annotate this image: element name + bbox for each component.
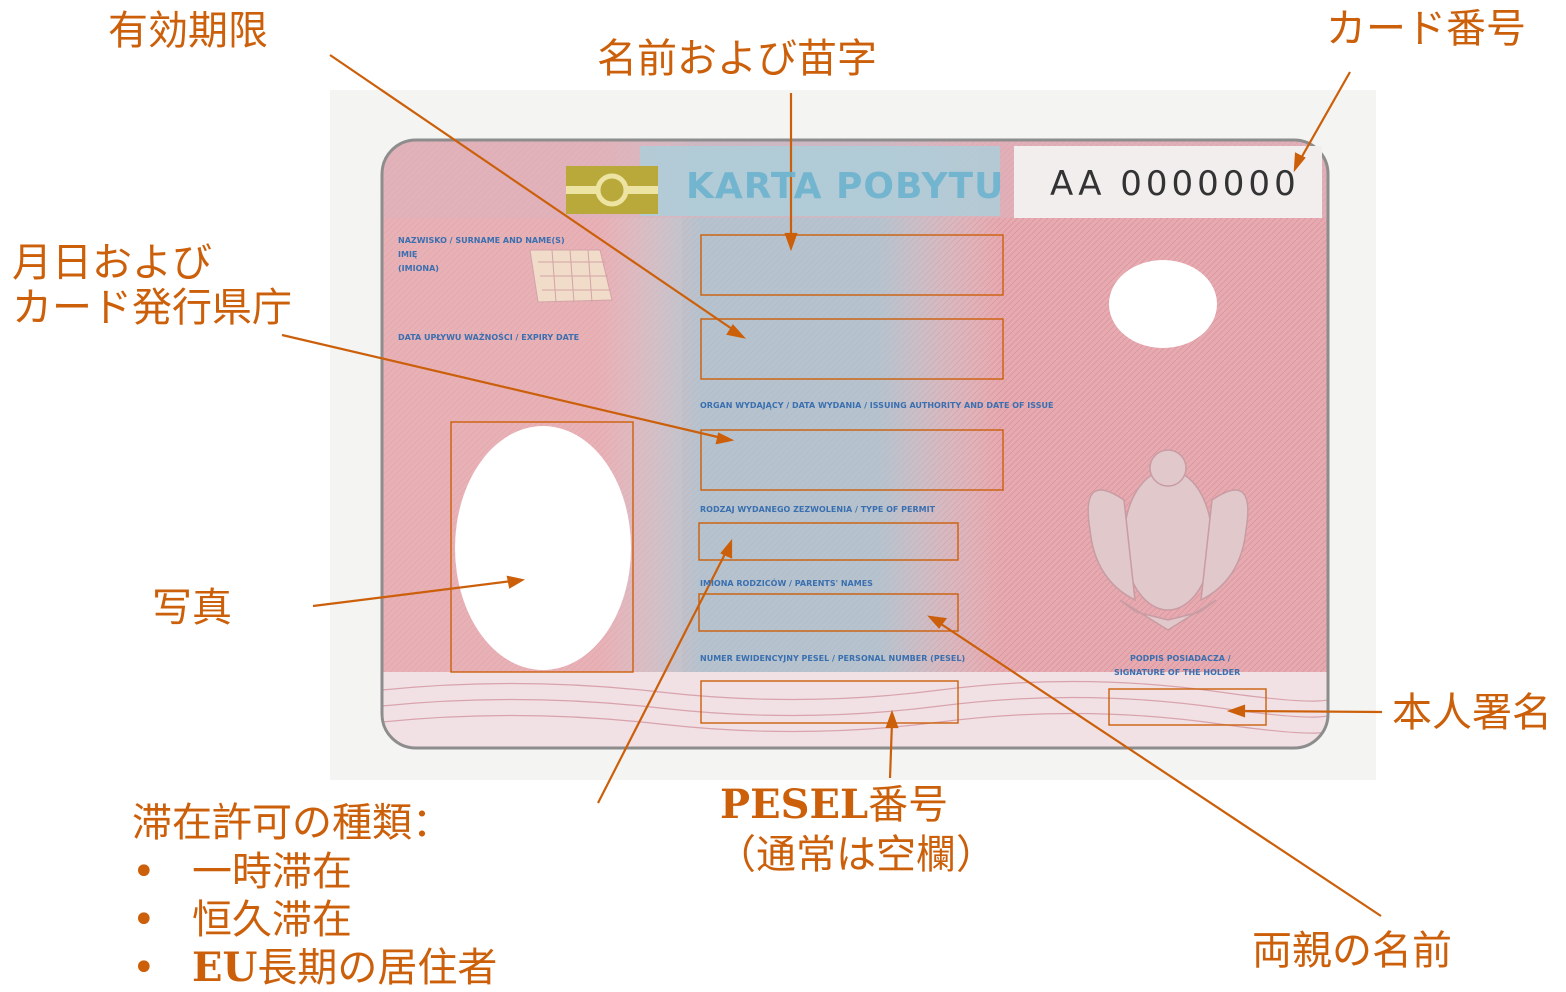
- permit-type-item: 恒久滞在: [132, 896, 497, 944]
- card-title: KARTA POBYTU: [686, 166, 1005, 207]
- label-expiry: 有効期限: [108, 8, 268, 54]
- name-field-box: [700, 234, 1004, 296]
- card-number-box: [1014, 146, 1322, 218]
- label-pesel: PESEL番号: [720, 781, 949, 829]
- label-name: 名前および苗字: [597, 36, 877, 82]
- expiry-field-box: [700, 318, 1004, 380]
- label-pesel-rest: 番号: [868, 782, 949, 828]
- card-logo: [566, 166, 658, 214]
- leader-lines: [281, 54, 1383, 917]
- caption-expiry: DATA UPŁYWU WAŻNOŚCI / EXPIRY DATE: [398, 333, 580, 342]
- caption-imiona: (IMIONA): [398, 264, 439, 273]
- caption-parents: IMIONA RODZICÓW / PARENTS' NAMES: [700, 579, 873, 588]
- card-body: [382, 140, 1328, 748]
- permit-type-eu-rest: 長期の居住者: [257, 945, 498, 991]
- caption-signature-2: SIGNATURE OF THE HOLDER: [1114, 668, 1241, 677]
- issue-field-box: [700, 429, 1004, 491]
- caption-permit-type: RODZAJ WYDANEGO ZEZWOLENIA / TYPE OF PER…: [700, 505, 936, 514]
- permit-types-list: 一時滞在 恒久滞在 EU長期の居住者: [132, 848, 497, 992]
- permit-type-eu: EU: [192, 944, 258, 991]
- photo-area: [455, 426, 631, 670]
- label-permit-title: 滞在許可の種類：: [132, 800, 452, 846]
- label-pesel-note: （通常は空欄）: [716, 832, 996, 878]
- label-issue-line2: カード発行県庁: [12, 285, 292, 331]
- label-signature: 本人署名: [1392, 690, 1552, 736]
- permit-type-item: EU長期の居住者: [132, 944, 497, 992]
- security-pattern: [529, 249, 613, 303]
- caption-imie: IMIĘ: [398, 250, 418, 259]
- field-boxes: [450, 234, 1267, 726]
- pesel-field-box: [700, 680, 959, 724]
- caption-surname: NAZWISKO / SURNAME AND NAME(S): [398, 236, 565, 245]
- card-outline: [380, 138, 1330, 750]
- hologram-oval: [1109, 260, 1217, 348]
- photo-field-box: [450, 421, 634, 673]
- caption-pesel: NUMER EWIDENCYJNY PESEL / PERSONAL NUMBE…: [700, 654, 966, 663]
- label-card-number: カード番号: [1326, 6, 1526, 52]
- caption-signature-1: PODPIS POSIADACZA /: [1130, 654, 1231, 663]
- label-parents: 両親の名前: [1252, 928, 1452, 974]
- signature-field-box: [1108, 688, 1267, 726]
- caption-authority: ORGAN WYDAJĄCY / DATA WYDANIA / ISSUING …: [700, 401, 1054, 410]
- parents-field-box: [698, 593, 959, 632]
- permit-type-item: 一時滞在: [132, 848, 497, 896]
- label-issue-line1: 月日および: [12, 240, 212, 286]
- permit-type-field-box: [698, 522, 959, 561]
- card-number: AA 0000000: [1050, 164, 1300, 204]
- label-pesel-bold: PESEL: [720, 781, 869, 828]
- eagle-emblem: [1087, 449, 1249, 631]
- label-photo: 写真: [152, 585, 232, 631]
